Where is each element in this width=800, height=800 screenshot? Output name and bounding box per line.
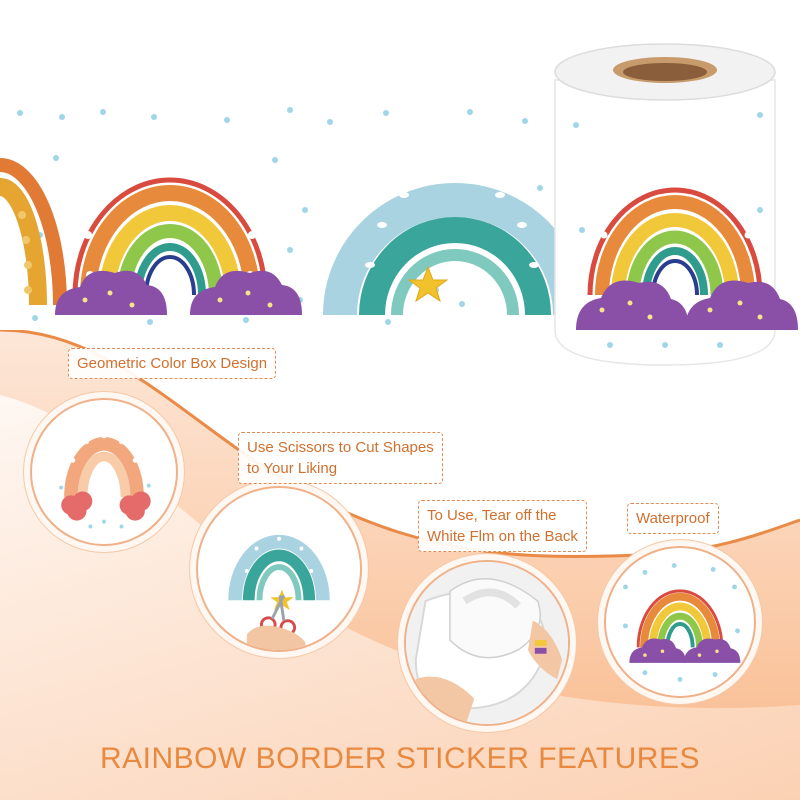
- cloud-icon: [55, 270, 302, 315]
- rainbow-icon: [576, 143, 798, 330]
- label-scissors-cut: Use Scissors to Cut Shapes to Your Likin…: [238, 432, 443, 484]
- page-title: RAINBOW BORDER STICKER FEATURES: [99, 742, 700, 775]
- label-geometric-design: Geometric Color Box Design: [68, 348, 277, 379]
- label-waterproof: Waterproof: [627, 503, 719, 534]
- rainbow-icon: [0, 158, 67, 306]
- rainbow-icon: [636, 589, 724, 648]
- rainbow-icon: [228, 534, 330, 601]
- feature-circle-scissors: [196, 486, 362, 652]
- label-text-line-1: To Use, Tear off the: [427, 507, 557, 524]
- sticker-strip: [0, 43, 798, 366]
- cloud-icon: [629, 638, 741, 663]
- cloud-icon: [61, 491, 151, 521]
- label-text: Geometric Color Box Design: [77, 355, 268, 372]
- label-text-line-2: White Flm on the Back: [427, 528, 578, 545]
- feature-circle-waterproof: [604, 546, 756, 698]
- sticker-roll-icon: [554, 43, 798, 366]
- label-text-line-1: Use Scissors to Cut Shapes: [247, 439, 434, 456]
- label-tear-film: To Use, Tear off the White Flm on the Ba…: [418, 500, 587, 552]
- rainbow-icon: [59, 433, 151, 529]
- cloud-icon: [576, 280, 798, 330]
- feature-circle-tear: [404, 560, 570, 726]
- star-icon: [407, 265, 449, 303]
- feature-circle-geometric: [30, 398, 178, 546]
- rainbow-icon: [55, 136, 302, 315]
- sticker-roll-icon: [406, 562, 568, 724]
- label-text: Waterproof: [636, 510, 710, 527]
- label-text-line-2: to Your Liking: [247, 460, 338, 477]
